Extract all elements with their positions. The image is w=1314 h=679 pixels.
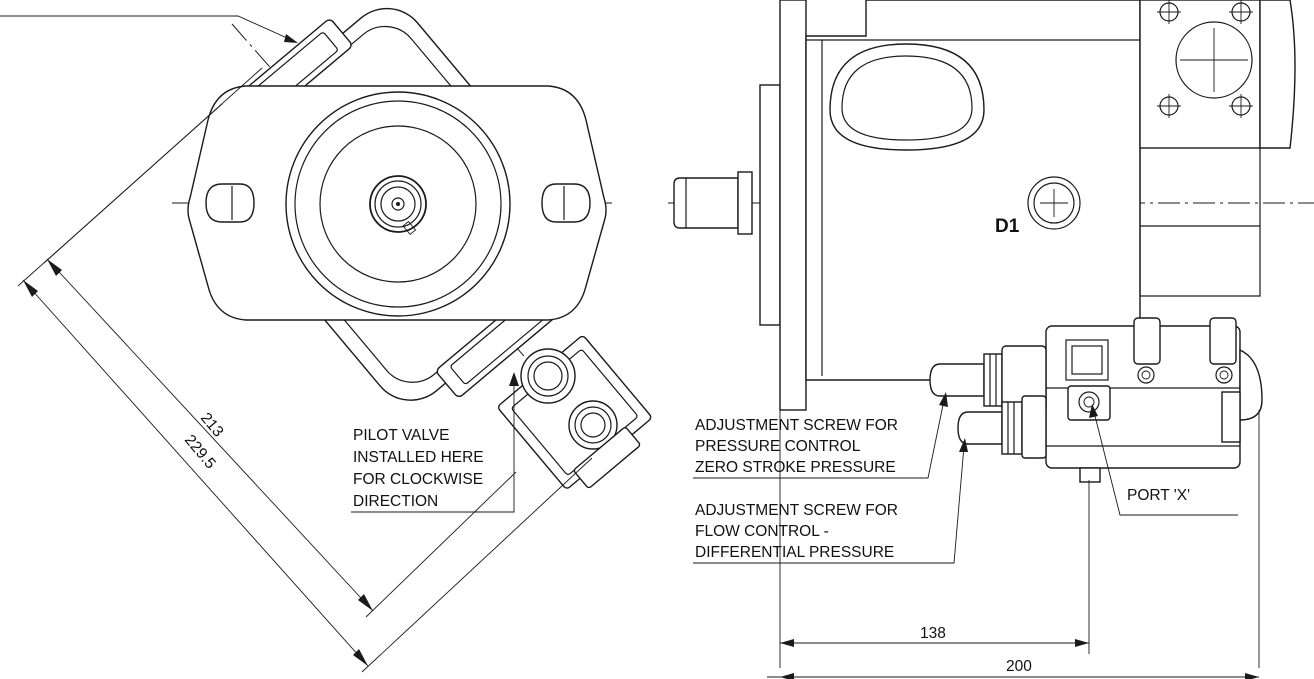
rear-port-block [1139,0,1261,149]
dim-229-line [22,279,369,667]
pilot-port-1 [520,348,576,404]
pressure-control-note: ADJUSTMENT SCREW FOR PRESSURE CONTROL ZE… [693,392,948,479]
side-view: D1 [668,0,1314,679]
svg-text:INSTALLED HERE: INSTALLED HERE [353,449,484,466]
dim-213-label: 213 [197,410,227,441]
pilot-port-2 [568,400,618,450]
svg-text:PILOT VALVE: PILOT VALVE [353,427,450,444]
port-x-label: PORT 'X' [1127,487,1190,504]
rear-end-cap [1259,0,1296,149]
right-mount-slot [541,183,591,223]
port-x-note: PORT 'X' [1089,404,1238,516]
valve-top-boss-1 [1133,317,1161,365]
svg-text:ADJUSTMENT SCREW FOR: ADJUSTMENT SCREW FOR [695,502,898,519]
dim-138-label: 138 [920,625,946,642]
svg-text:FLOW CONTROL -: FLOW CONTROL - [695,523,829,540]
svg-text:PRESSURE CONTROL: PRESSURE CONTROL [695,438,861,455]
port-x-boss [1067,385,1111,421]
side-shaft [673,177,739,229]
port-d1-circle [1027,176,1081,230]
housing-bulge [829,43,985,151]
pilot-note-leader [351,382,515,513]
port-d1-label: D1 [995,216,1020,237]
dim-213-line [46,258,374,612]
front-view: 213 229.5 PILOT VALVE INSTALLED HERE FOR… [0,7,652,673]
pressure-note-leader [693,399,945,479]
svg-text:DIRECTION: DIRECTION [353,493,438,510]
svg-text:ADJUSTMENT SCREW FOR: ADJUSTMENT SCREW FOR [695,417,898,434]
valve-top-boss-2 [1209,317,1237,365]
svg-text:DIFFERENTIAL PRESSURE: DIFFERENTIAL PRESSURE [695,544,894,561]
dim-200-label: 200 [1006,658,1032,675]
pilot-valve-note: PILOT VALVE INSTALLED HERE FOR CLOCKWISE… [351,372,519,513]
left-mount-slot [205,183,255,223]
svg-text:FOR CLOCKWISE: FOR CLOCKWISE [353,471,483,488]
side-flange-collar [759,84,781,326]
top-left-leader-arrow [284,34,298,43]
top-left-leader [0,15,297,43]
port-x-leader [1093,411,1238,516]
drive-shaft [369,175,427,233]
svg-text:ZERO STROKE PRESSURE: ZERO STROKE PRESSURE [695,459,896,476]
rear-large-port [1175,21,1253,99]
flow-control-note: ADJUSTMENT SCREW FOR FLOW CONTROL - DIFF… [693,438,968,564]
side-flange [779,0,807,411]
flow-adjust-screw [957,395,1047,459]
